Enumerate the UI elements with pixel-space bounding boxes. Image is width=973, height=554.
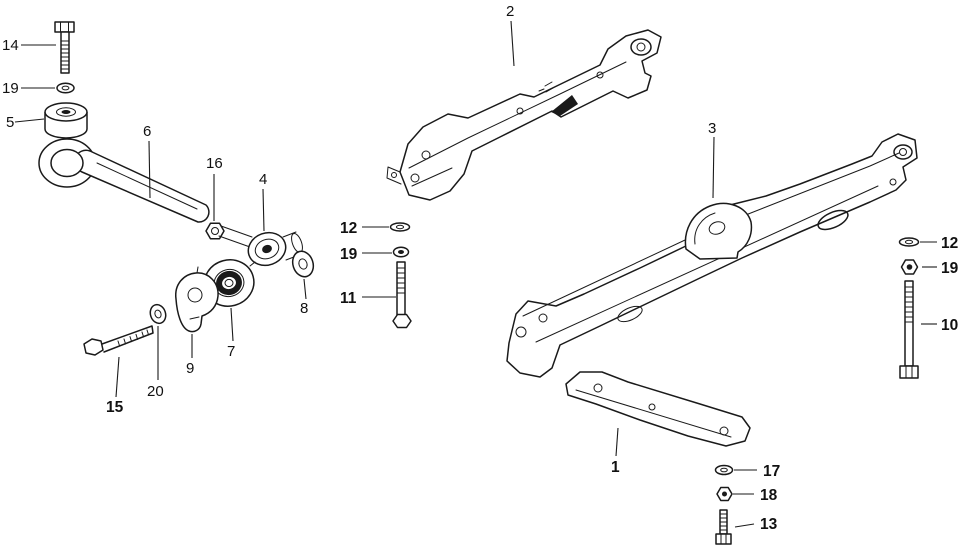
callout-8: 8 bbox=[300, 300, 308, 317]
lower-plate-1 bbox=[565, 371, 751, 447]
callout-5: 5 bbox=[6, 114, 14, 131]
callout-10: 10 bbox=[941, 317, 958, 334]
washer-17 bbox=[714, 464, 734, 476]
callout-7: 7 bbox=[227, 343, 235, 360]
bracket-9 bbox=[175, 266, 219, 333]
callout-13: 13 bbox=[760, 516, 778, 533]
callout-19-right: 19 bbox=[941, 260, 959, 277]
callout-14: 14 bbox=[2, 37, 19, 54]
callout-18: 18 bbox=[760, 487, 778, 504]
front-beam-3 bbox=[506, 133, 918, 378]
callout-12-right: 12 bbox=[941, 235, 958, 252]
callout-labels: 14 19 5 6 16 4 8 7 9 20 15 2 12 19 11 3 … bbox=[2, 3, 959, 533]
bolt-11 bbox=[392, 261, 412, 329]
callout-17: 17 bbox=[763, 463, 780, 480]
washer-19-left bbox=[392, 246, 410, 258]
callout-1: 1 bbox=[611, 459, 620, 476]
washer-12-left bbox=[389, 222, 411, 232]
callout-12-left: 12 bbox=[340, 220, 357, 237]
direction-marker bbox=[551, 95, 578, 116]
washer-20 bbox=[149, 303, 167, 325]
callout-19-upper: 19 bbox=[2, 80, 19, 97]
bolt-10 bbox=[899, 280, 919, 379]
nut-19-right bbox=[900, 259, 919, 275]
callout-20: 20 bbox=[147, 383, 164, 400]
callout-15: 15 bbox=[106, 399, 124, 416]
bolt-13 bbox=[715, 509, 732, 545]
callout-11: 11 bbox=[340, 290, 357, 307]
callout-2: 2 bbox=[506, 3, 514, 20]
crossmember-2 bbox=[386, 29, 662, 201]
washer-19-upper-left bbox=[56, 82, 75, 94]
callout-3: 3 bbox=[708, 120, 716, 137]
bolt-15 bbox=[83, 325, 154, 356]
washer-12-right bbox=[898, 237, 920, 247]
nut-18 bbox=[716, 486, 733, 502]
callout-4: 4 bbox=[259, 171, 267, 188]
torque-rod-6 bbox=[38, 138, 210, 223]
bolt-14 bbox=[54, 21, 75, 74]
callout-16: 16 bbox=[206, 155, 223, 172]
nut-16 bbox=[205, 222, 253, 248]
callout-19-left: 19 bbox=[340, 246, 358, 263]
collar-4 bbox=[247, 231, 303, 267]
callout-6: 6 bbox=[143, 123, 151, 140]
leader-lines bbox=[14, 20, 937, 528]
bushing-5 bbox=[44, 102, 88, 139]
callout-9: 9 bbox=[186, 360, 194, 377]
washer-8 bbox=[291, 250, 315, 278]
